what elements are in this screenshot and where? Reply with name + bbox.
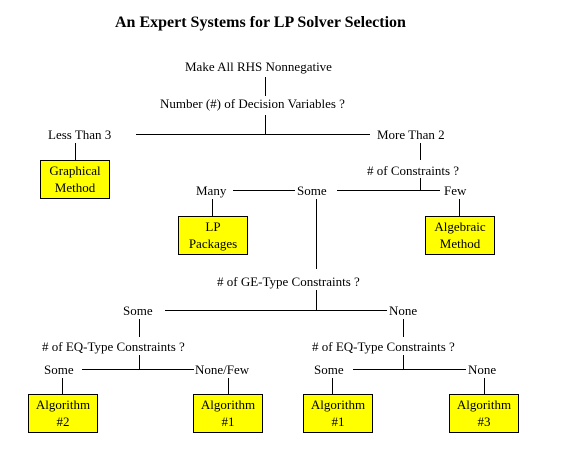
few-label: Few (444, 183, 467, 198)
decision-variables-question: Number (#) of Decision Variables ? (160, 96, 345, 111)
graphical-method-box: Graphical Method (40, 160, 110, 199)
connector-line (139, 319, 140, 337)
box-line-1: Algorithm (35, 397, 91, 412)
connector-line (75, 143, 76, 160)
connector-line (265, 77, 266, 97)
some-ge-label: Some (123, 303, 153, 318)
algorithm-3-box: Algorithm #3 (449, 394, 519, 433)
connector-line (212, 199, 213, 216)
connector-line (420, 143, 421, 160)
connector-line (420, 178, 421, 191)
box-line-1: Algorithm (310, 397, 366, 412)
connector-line (233, 190, 295, 191)
algorithm-1-box-left: Algorithm #1 (193, 394, 263, 433)
box-line-2: Packages (188, 236, 238, 251)
eq-constraints-question-right: # of EQ-Type Constraints ? (312, 339, 455, 354)
none-few-label: None/Few (195, 362, 250, 377)
box-line-2: #2 (56, 414, 70, 429)
box-line-1: Algorithm (200, 397, 256, 412)
less-than-3-label: Less Than 3 (48, 127, 112, 142)
none-eq-right-label: None (468, 362, 497, 377)
connector-line (228, 378, 229, 394)
some-eq-left-label: Some (44, 362, 74, 377)
more-than-2-label: More Than 2 (377, 127, 445, 142)
connector-line (139, 355, 140, 370)
connector-line (403, 319, 404, 337)
connector-line (265, 115, 266, 135)
connector-line (459, 199, 460, 216)
box-line-2: #3 (477, 414, 491, 429)
box-line-2: #1 (331, 414, 345, 429)
none-ge-label: None (389, 303, 418, 318)
eq-constraints-question-left: # of EQ-Type Constraints ? (42, 339, 185, 354)
connector-line (62, 378, 63, 394)
lp-packages-box: LP Packages (178, 216, 248, 255)
connector-line (316, 290, 317, 311)
box-line-2: Method (439, 236, 481, 251)
connector-line (136, 134, 370, 135)
some-constraints-label: Some (297, 183, 327, 198)
box-line-1: Algorithm (456, 397, 512, 412)
connector-line (82, 369, 194, 370)
connector-line (337, 190, 440, 191)
diagram-title: An Expert Systems for LP Solver Selectio… (115, 14, 406, 31)
box-line-1: LP (205, 219, 221, 234)
connector-line (353, 369, 466, 370)
connector-line (332, 378, 333, 394)
box-line-1: Algebraic (434, 219, 486, 234)
constraints-question: # of Constraints ? (367, 163, 460, 178)
connector-line (403, 355, 404, 370)
connector-line (165, 310, 387, 311)
algorithm-2-box: Algorithm #2 (28, 394, 98, 433)
connector-line (484, 378, 485, 394)
many-label: Many (196, 183, 227, 198)
box-line-1: Graphical (49, 163, 101, 178)
some-eq-right-label: Some (314, 362, 344, 377)
connector-line (316, 199, 317, 269)
ge-constraints-question: # of GE-Type Constraints ? (217, 274, 360, 289)
box-line-2: #1 (221, 414, 235, 429)
box-line-2: Method (54, 180, 96, 195)
rhs-node: Make All RHS Nonnegative (185, 59, 332, 74)
algorithm-1-box-right: Algorithm #1 (303, 394, 373, 433)
algebraic-method-box: Algebraic Method (425, 216, 495, 255)
